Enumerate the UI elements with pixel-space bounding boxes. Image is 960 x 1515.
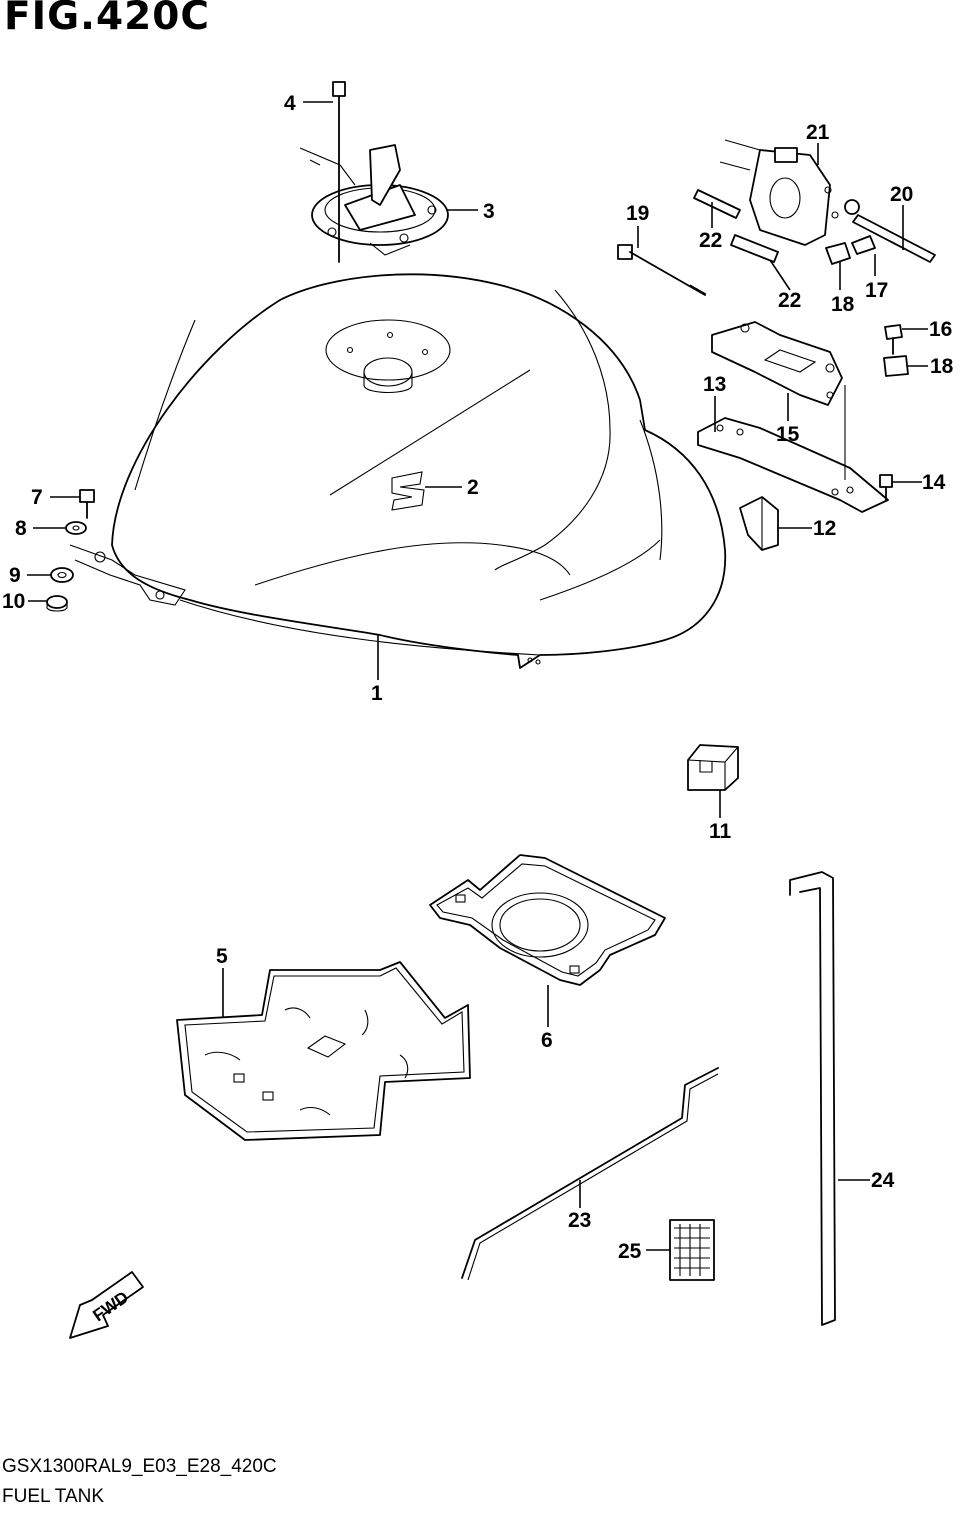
sponge-25 <box>669 1219 715 1281</box>
cushion-12 <box>739 496 779 551</box>
callout-10: 10 <box>2 590 25 613</box>
callout-18-upper: 18 <box>831 293 855 316</box>
callout-3: 3 <box>483 200 495 223</box>
callout-25: 25 <box>618 1240 642 1263</box>
washer-8 <box>65 521 87 535</box>
cushion-9 <box>50 567 74 583</box>
callout-23: 23 <box>568 1209 591 1232</box>
bolt-17 <box>851 235 876 255</box>
pin-20 <box>852 214 936 263</box>
callout-14: 14 <box>922 471 946 494</box>
section-name: FUEL TANK <box>2 1486 105 1507</box>
hose-24 <box>789 871 836 1326</box>
bolt-14 <box>879 474 893 501</box>
callout-7: 7 <box>31 486 43 509</box>
bracket-13 <box>697 385 889 513</box>
callout-19: 19 <box>626 202 649 225</box>
collar-10 <box>46 595 68 612</box>
bolt-7 <box>79 489 95 519</box>
callout-20: 20 <box>890 183 913 206</box>
callout-21: 21 <box>806 121 830 144</box>
callout-8: 8 <box>15 517 27 540</box>
callout-22-left: 22 <box>699 229 722 252</box>
callout-9: 9 <box>9 564 21 587</box>
gasket-5 <box>176 961 471 1141</box>
callout-4: 4 <box>284 92 296 115</box>
callout-13: 13 <box>703 373 726 396</box>
fwd-arrow-icon: FWD <box>69 1271 144 1339</box>
callout-12: 12 <box>813 517 836 540</box>
bolt-4 <box>332 81 346 263</box>
plates-22 <box>693 189 779 263</box>
bolt-16 <box>884 324 903 355</box>
callout-5: 5 <box>216 945 228 968</box>
fuel-cap <box>299 144 449 256</box>
nut-18-lower <box>883 355 909 377</box>
bracket-15 <box>711 321 843 406</box>
callout-labels: 1 2 3 4 5 6 7 8 9 10 11 12 13 14 15 16 1… <box>2 92 954 1263</box>
callout-15: 15 <box>776 423 800 446</box>
cushion-11 <box>687 744 739 791</box>
hinge-bracket-21 <box>719 139 860 246</box>
leader-lines <box>27 101 928 1251</box>
callout-6: 6 <box>541 1029 553 1052</box>
callout-18-lower: 18 <box>930 355 954 378</box>
long-bolt-19 <box>617 244 707 296</box>
callout-11: 11 <box>709 820 732 843</box>
fuel-tank <box>69 273 727 669</box>
callout-24: 24 <box>871 1169 895 1192</box>
callout-1: 1 <box>371 682 383 705</box>
model-code: GSX1300RAL9_E03_E28_420C <box>2 1456 277 1477</box>
gasket-6 <box>429 854 666 986</box>
callout-22-right: 22 <box>778 289 801 312</box>
callout-2: 2 <box>467 476 479 499</box>
callout-17: 17 <box>865 279 888 302</box>
figure-title: FIG.420C <box>4 0 211 39</box>
nut-18-upper <box>825 242 851 265</box>
callout-16: 16 <box>929 318 952 341</box>
hose-23 <box>461 1067 719 1281</box>
